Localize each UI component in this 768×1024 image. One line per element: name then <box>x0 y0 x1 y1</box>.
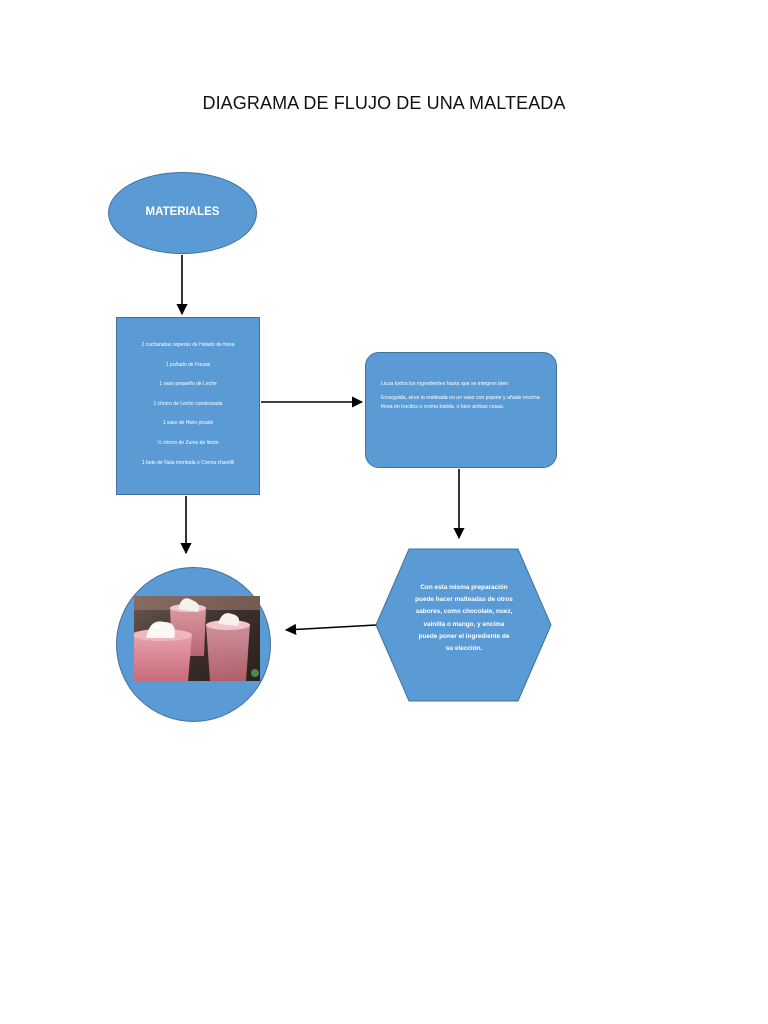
ingredient-item: 2 cucharadas soperas de Helado de fresa <box>141 342 235 348</box>
ingredient-item: 1 vaso de Hielo picado <box>162 420 214 427</box>
milkshake-photo <box>134 596 260 681</box>
blend-step-text: Licua todos los ingredientes hasta que s… <box>381 381 510 387</box>
ingredients-box: 2 cucharadas soperas de Helado de fresa … <box>116 317 260 495</box>
arrow-variation-to-result <box>284 623 377 636</box>
ingredient-item: 1 puñado de Fresas <box>165 361 211 368</box>
ingredient-item: ½ chorro de Zumo de limón <box>157 439 219 446</box>
preparation-box: Licua todos los ingredientes hasta que s… <box>365 352 557 468</box>
materials-ellipse: MATERIALES <box>108 172 257 254</box>
ingredient-item: 1 bote de Nata montada o Crema chantilli <box>141 459 235 466</box>
variation-hexagon <box>375 548 552 702</box>
page-title: DIAGRAMA DE FLUJO DE UNA MALTEADA <box>202 93 566 113</box>
materials-label: MATERIALES <box>145 206 220 218</box>
serve-step-text: Enseguida, sirve la malteada en un vaso … <box>381 395 540 410</box>
ingredient-item: 1 chorro de Leche condensada <box>153 400 223 407</box>
variation-text: Con esta misma preparación puede hacer m… <box>415 584 513 653</box>
ingredient-item: 1 vaso pequeño de Leche <box>159 381 217 388</box>
